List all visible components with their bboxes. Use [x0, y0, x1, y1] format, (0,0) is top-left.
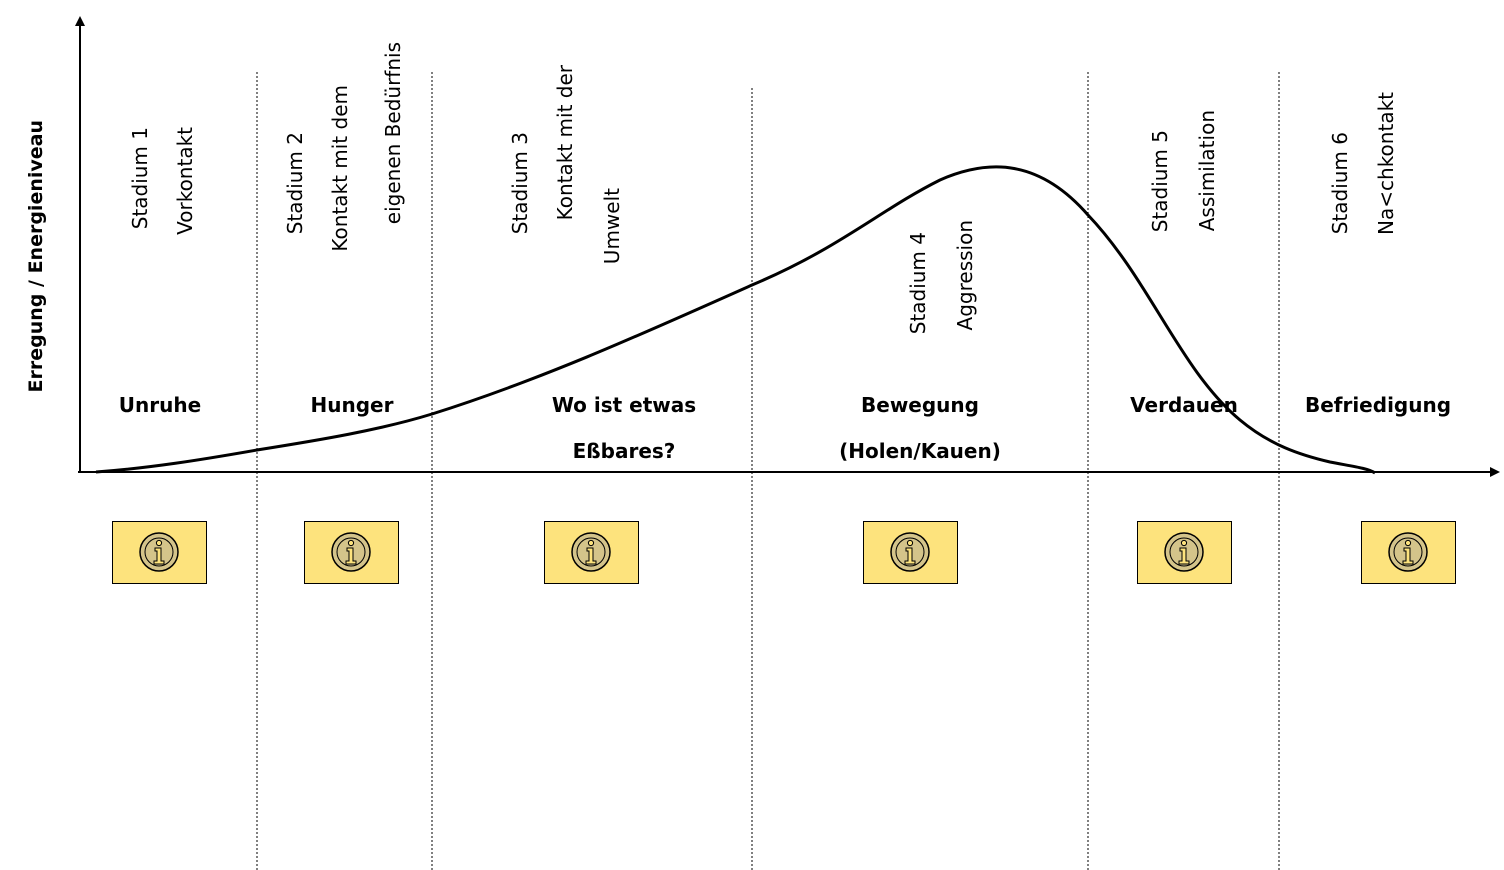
- stage-3-description-line-1: Kontakt mit der: [553, 65, 577, 221]
- stage-5-number: Stadium 5: [1148, 130, 1172, 233]
- stage-4-number: Stadium 4: [906, 232, 930, 335]
- stage-1-number: Stadium 1: [128, 127, 152, 230]
- stage-4-info-button[interactable]: [863, 521, 958, 584]
- stage-2-number: Stadium 2: [283, 132, 307, 235]
- stage-1-label: Unruhe: [118, 393, 202, 417]
- info-icon: [1388, 532, 1428, 572]
- energy-curve: [95, 165, 1376, 475]
- stage-5-info-button[interactable]: [1137, 521, 1232, 584]
- stage-6-number: Stadium 6: [1328, 132, 1352, 235]
- stage-1-info-button[interactable]: [112, 521, 207, 584]
- stage-3-number: Stadium 3: [508, 132, 532, 235]
- stage-3-description-line-2: Umwelt: [600, 188, 624, 265]
- y-axis-label: Erregung / Energieniveau: [25, 120, 47, 393]
- stage-6-info-button[interactable]: [1361, 521, 1456, 584]
- stage-6-description: Na<chkontakt: [1374, 92, 1398, 235]
- stage-4-description: Aggression: [953, 220, 977, 331]
- stage-2-info-button[interactable]: [304, 521, 399, 584]
- stage-2-description-line-2: eigenen Bedürfnis: [381, 42, 405, 225]
- stage-6-label: Befriedigung: [1304, 393, 1452, 417]
- stage-2-description-line-1: Kontakt mit dem: [328, 85, 352, 252]
- stage-5-description: Assimilation: [1195, 110, 1219, 232]
- info-icon: [139, 532, 179, 572]
- info-icon: [1164, 532, 1204, 572]
- info-icon: [890, 532, 930, 572]
- info-icon: [331, 532, 371, 572]
- stage-4-label: Bewegung (Holen/Kauen): [839, 393, 1001, 463]
- stage-1-description: Vorkontakt: [173, 127, 197, 235]
- stage-2-label: Hunger: [310, 393, 394, 417]
- stage-5-label: Verdauen: [1130, 393, 1238, 417]
- stage-3-label: Wo ist etwas Eßbares?: [551, 393, 697, 463]
- info-icon: [571, 532, 611, 572]
- stage-3-info-button[interactable]: [544, 521, 639, 584]
